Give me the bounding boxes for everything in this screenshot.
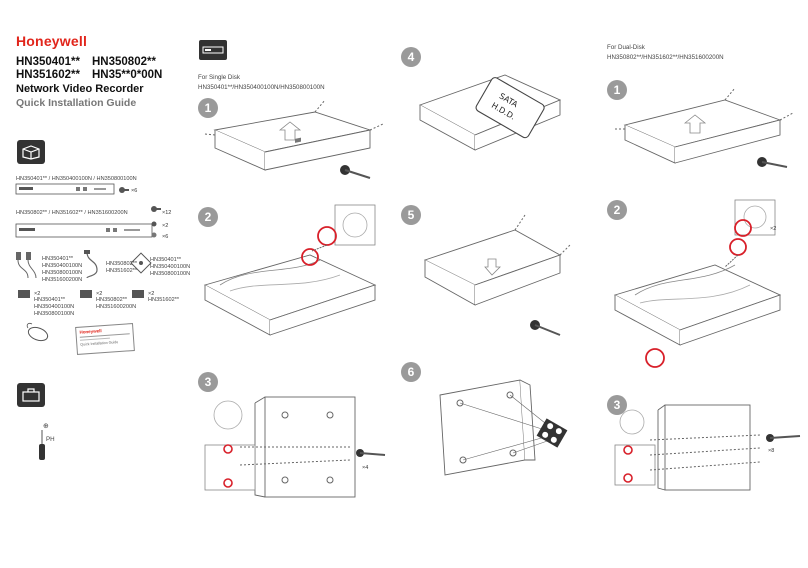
dual-disk-heading: For Dual-Disk — [607, 44, 645, 51]
adapter-qty-1: ×2 — [34, 291, 41, 297]
single-step-2-illustration — [203, 204, 377, 336]
svg-text:⊕: ⊕ — [43, 422, 49, 430]
nvr-unit-small-illustration — [15, 183, 115, 195]
doc-subtitle: Quick Installation Guide — [16, 97, 137, 109]
toolbox-icon — [17, 383, 45, 407]
adapter-list-3: HN351602** — [148, 297, 180, 303]
screw-icon — [119, 187, 129, 193]
screwdriver-label: PH — [46, 436, 55, 443]
single-step-1-badge: 1 — [198, 98, 218, 118]
step-6-badge: 6 — [401, 362, 421, 382]
sata-cable-icon — [84, 250, 98, 279]
doc-title: Network Video Recorder — [16, 83, 144, 95]
dual-step-3-qty: ×8 — [768, 448, 775, 454]
cable-list-2: HN350802**HN351602** — [106, 261, 138, 274]
qty-2: ×2 — [162, 223, 169, 229]
step-5-illustration — [423, 214, 571, 336]
dual-step-2-badge: 2 — [607, 200, 627, 220]
step-4-illustration: SATA H.D.D. — [418, 74, 562, 151]
screwdriver-icon: ⊕ — [39, 422, 49, 460]
qty-6: ×6 — [162, 234, 169, 240]
dual-step-3-illustration — [614, 404, 801, 491]
adapter-icon-3 — [132, 290, 144, 298]
unit2-models: HN350802** / HN351602** / HN351600200N — [16, 210, 128, 216]
single-step-2-badge: 2 — [198, 207, 218, 227]
adapter-list-2: HN350802**HN351600200N — [96, 297, 137, 310]
nvr-badge-icon — [199, 40, 227, 60]
model-line-1b: HN350802** — [92, 56, 156, 68]
qty-12: ×12 — [162, 210, 172, 216]
screws-icon — [151, 206, 161, 238]
dvd-mount-icon — [130, 252, 152, 274]
model-line-2a: HN351602** — [16, 69, 80, 81]
dual-step-1-badge: 1 — [607, 80, 627, 100]
power-cable-icon — [16, 252, 37, 279]
dual-step-3-badge: 3 — [607, 395, 627, 415]
dual-step-2-illustration — [613, 199, 782, 368]
single-disk-heading: For Single Disk — [198, 74, 240, 81]
single-step-3-badge: 3 — [198, 372, 218, 392]
single-step-3-qty: ×4 — [362, 465, 369, 471]
single-step-1-illustration — [204, 99, 384, 179]
adapter-icon-1 — [18, 290, 30, 298]
adapter-qty-3: ×2 — [148, 291, 155, 297]
box-contents-icon — [17, 140, 45, 164]
quick-guide-document: Honeywell Quick Installation Guide — [75, 323, 135, 355]
adapter-qty-2: ×2 — [96, 291, 103, 297]
nvr-unit-large-illustration — [15, 223, 153, 238]
adapter-icon-2 — [80, 290, 92, 298]
unit1-screw-qty: ×6 — [131, 188, 138, 194]
model-line-1a: HN350401** — [16, 56, 80, 68]
dual-step-2-qty: ×2 — [770, 226, 777, 232]
step-6-illustration — [439, 379, 568, 476]
single-disk-models: HN350401**/HN350400100N/HN350800100N — [198, 84, 325, 91]
model-line-2b: HN35**0*00N — [92, 69, 163, 81]
dual-step-1-illustration — [615, 87, 794, 168]
brand-logo: Honeywell — [16, 33, 88, 49]
single-step-3-illustration — [204, 396, 386, 498]
step-5-badge: 5 — [401, 205, 421, 225]
unit1-models: HN350401** / HN350400100N / HN350800100N — [16, 176, 137, 182]
step-4-badge: 4 — [401, 47, 421, 67]
dual-disk-models: HN350802**/HN351602**/HN351600200N — [607, 54, 724, 61]
mouse-icon — [26, 322, 49, 342]
